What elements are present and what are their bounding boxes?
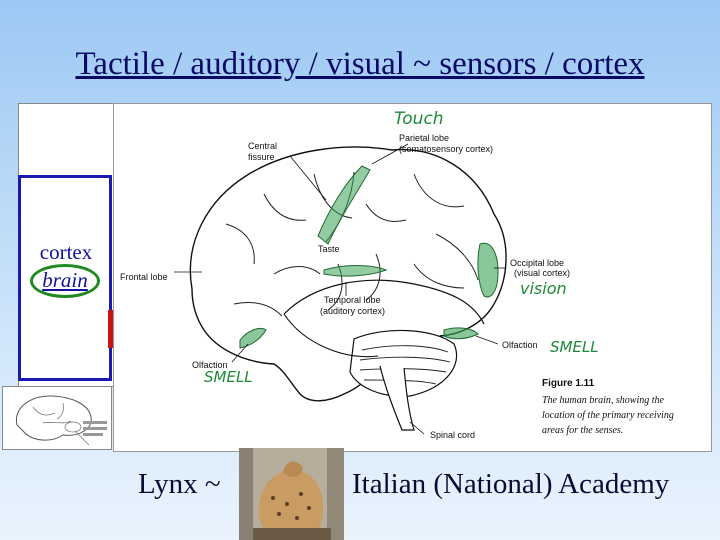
- caption-line-3: areas for the senses.: [542, 425, 623, 436]
- label-occipital: Occipital lobe: [510, 258, 564, 268]
- label-olfaction-left: Olfaction: [192, 360, 228, 370]
- label-temporal: Temporal lobe: [324, 295, 381, 305]
- label-temporal-sub: (auditory cortex): [320, 306, 385, 316]
- left-panel: [18, 103, 114, 387]
- lynx-label: Lynx ~: [138, 468, 221, 500]
- label-occipital-sub: (visual cortex): [514, 268, 570, 278]
- handwritten-touch: Touch: [394, 109, 444, 129]
- label-central: Central: [248, 141, 277, 151]
- label-fissure: fissure: [248, 152, 275, 162]
- left-frame: [18, 175, 112, 381]
- handwritten-smell-left: SMELL: [204, 368, 253, 386]
- academy-label: Italian (National) Academy: [352, 468, 670, 500]
- brain-diagram: Touch vision SMELL SMELL Parietal lobe (…: [113, 103, 712, 452]
- brain-stem: [379, 365, 415, 431]
- handwritten-smell-right: SMELL: [550, 338, 599, 356]
- label-parietal-sub: (somatosensory cortex): [399, 144, 493, 154]
- label-taste: Taste: [318, 244, 340, 254]
- olfaction-region-right: [443, 327, 479, 340]
- slide-title: Tactile / auditory / visual ~ sensors / …: [75, 46, 645, 82]
- brain-thumbnail: [2, 386, 112, 450]
- visual-region: [477, 242, 499, 298]
- label-frontal: Frontal lobe: [120, 272, 168, 282]
- label-olfaction-right: Olfaction: [502, 340, 538, 350]
- handwritten-vision: vision: [520, 279, 567, 298]
- cortex-label: cortex: [39, 240, 93, 264]
- red-marker: [108, 310, 113, 348]
- caption-line-2: location of the primary receiving: [542, 410, 674, 421]
- brain-link[interactable]: brain: [42, 268, 88, 292]
- lynx-photo: [239, 448, 344, 540]
- taste-region: [323, 265, 388, 277]
- somatosensory-region: [317, 165, 371, 245]
- brain-highlight-oval: [30, 264, 100, 298]
- label-parietal: Parietal lobe: [399, 133, 449, 143]
- caption-line-1: The human brain, showing the: [542, 395, 665, 406]
- label-spinal: Spinal cord: [430, 430, 475, 440]
- caption-title: Figure 1.11: [542, 378, 595, 389]
